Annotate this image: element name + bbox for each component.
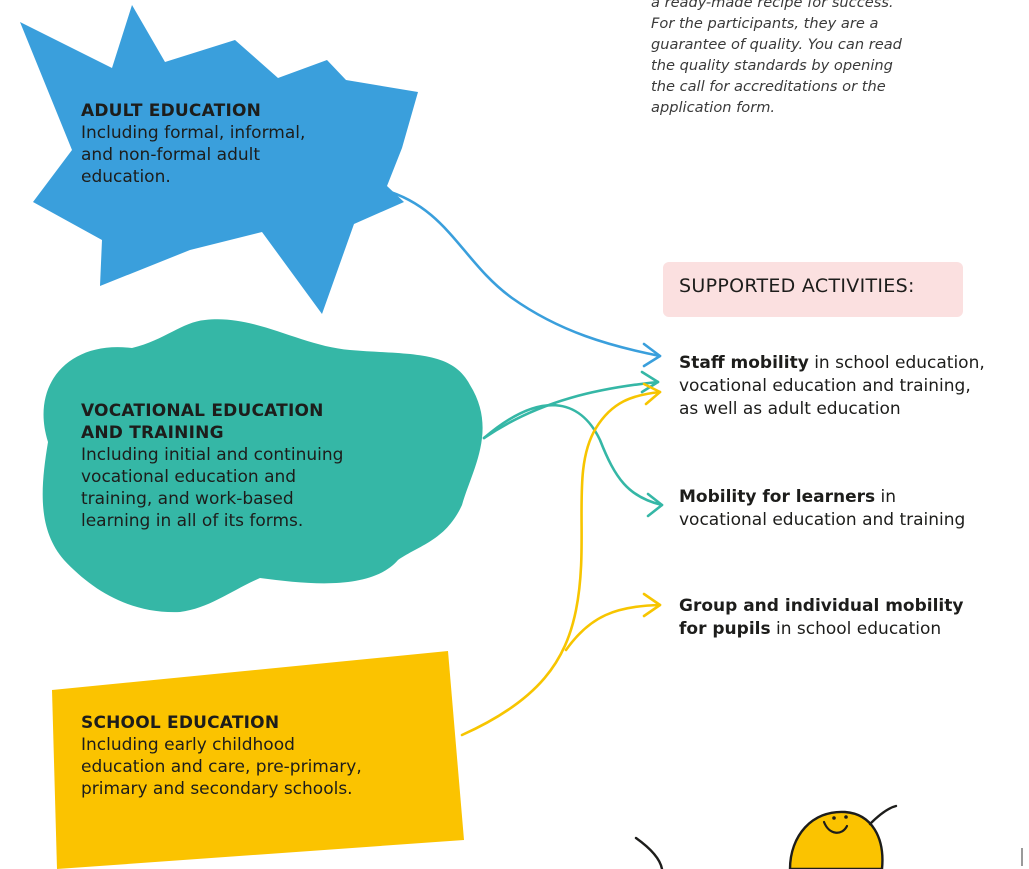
- school-arrows: [460, 382, 662, 737]
- intro-line-5: the call for accreditations or the: [651, 78, 886, 95]
- pupil-mobility-rest: in school education: [770, 619, 942, 639]
- intro-line-2: For the participants, they are a: [651, 15, 879, 32]
- vocational-education-line-2: vocational education and: [81, 467, 297, 487]
- adult-education-title: ADULT EDUCATION: [81, 101, 262, 121]
- intro-paragraph: a ready-made recipe for success. For the…: [651, 0, 996, 118]
- vocational-education-line-4: learning in all of its forms.: [81, 511, 304, 531]
- activity-staff-mobility: Staff mobility in school education, voca…: [679, 352, 1029, 421]
- supported-activities-label: SUPPORTED ACTIVITIES:: [679, 275, 915, 297]
- pupil-mobility-bold-2: for pupils: [679, 619, 771, 639]
- adult-education-line-2: and non-formal adult: [81, 145, 261, 165]
- school-education-line-3: primary and secondary schools.: [81, 779, 353, 799]
- school-education-line-1: Including early childhood: [81, 735, 295, 755]
- staff-mobility-bold: Staff mobility: [679, 353, 809, 373]
- vocational-arrows: [482, 370, 664, 518]
- vocational-education-title-1: VOCATIONAL EDUCATION: [81, 401, 324, 421]
- adult-arrow: [382, 188, 662, 368]
- vocational-education-text: VOCATIONAL EDUCATION AND TRAINING Includ…: [81, 400, 343, 532]
- school-education-title: SCHOOL EDUCATION: [81, 713, 280, 733]
- vocational-education-shape: [42, 319, 483, 613]
- intro-line-4: the quality standards by opening: [651, 57, 893, 74]
- school-education-line-2: education and care, pre-primary,: [81, 757, 362, 777]
- intro-line-6: application form.: [651, 99, 776, 116]
- staff-mobility-line-2: vocational education and training,: [679, 376, 971, 396]
- mascot-face-icon: [822, 820, 849, 834]
- learner-mobility-bold: Mobility for learners: [679, 487, 876, 507]
- staff-mobility-rest: in school education,: [808, 353, 985, 373]
- vocational-education-line-1: Including initial and continuing: [81, 445, 344, 465]
- adult-education-text: ADULT EDUCATION Including formal, inform…: [81, 100, 305, 188]
- mascot-illustration: [634, 804, 1023, 869]
- intro-line-3: guarantee of quality. You can read: [651, 36, 902, 53]
- supported-activities-heading: SUPPORTED ACTIVITIES:: [663, 262, 963, 317]
- learner-mobility-rest: in: [875, 487, 897, 507]
- vocational-education-title-2: AND TRAINING: [81, 423, 224, 443]
- school-education-text: SCHOOL EDUCATION Including early childho…: [81, 712, 362, 800]
- adult-education-shape: [20, 5, 418, 314]
- pupil-mobility-bold-1: Group and individual mobility: [679, 596, 964, 616]
- adult-education-line-3: education.: [81, 167, 171, 187]
- activity-pupil-mobility: Group and individual mobility for pupils…: [679, 595, 1029, 641]
- learner-mobility-line-2: vocational education and training: [679, 510, 966, 530]
- activity-learner-mobility: Mobility for learners in vocational educ…: [679, 486, 1029, 532]
- vocational-education-line-3: training, and work-based: [81, 489, 294, 509]
- intro-line-1: a ready-made recipe for success.: [651, 0, 894, 11]
- staff-mobility-line-3: as well as adult education: [679, 399, 901, 419]
- school-education-shape: [52, 651, 464, 869]
- adult-education-line-1: Including formal, informal,: [81, 123, 306, 143]
